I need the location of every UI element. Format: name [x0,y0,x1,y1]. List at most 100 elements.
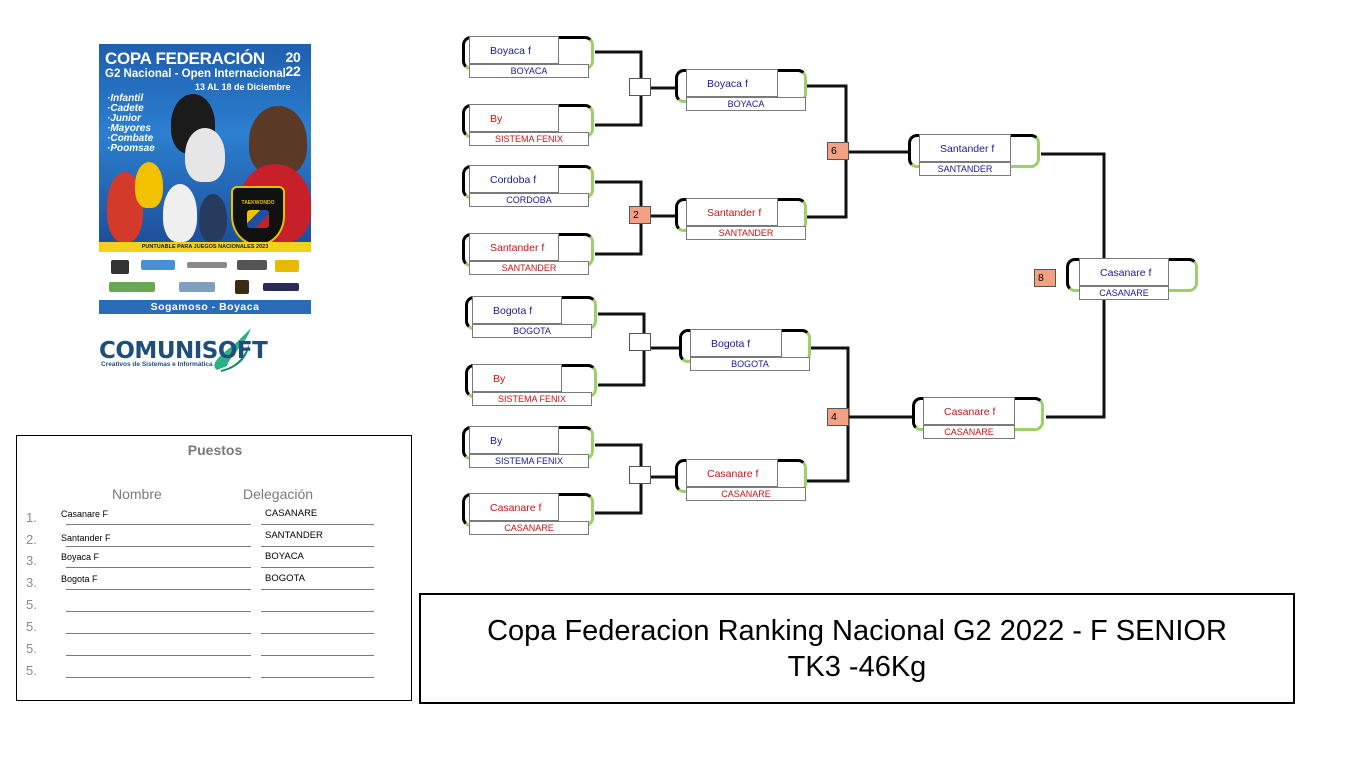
competitor-name: By [472,364,562,392]
poster-category: ·Junior [107,113,141,124]
competitor-delegation: CORDOBA [469,193,589,207]
bracket-slot[interactable]: Santander f SANTANDER [675,198,807,240]
competitor-name: Boyaca f [686,69,778,97]
bracket-slot[interactable]: Boyaca f BOYACA [462,36,594,78]
divider [66,524,251,525]
poster-dates: 13 AL 18 de Diciembre [195,82,291,92]
standings-name: Boyaca F [61,552,100,562]
divider [261,524,374,525]
competitor-delegation: SANTANDER [686,226,806,240]
divider [66,633,251,634]
bracket-winner-slot[interactable]: Casanare f CASANARE [1066,258,1198,300]
standings-rank: 3. [26,553,37,568]
match-node[interactable]: 8 [1034,269,1056,287]
comunisoft-word: COMUNISOFT [99,338,268,364]
athlete-image [163,184,197,242]
divider [66,589,251,590]
bracket-slot[interactable]: Cordoba f CORDOBA [462,165,594,207]
competitor-delegation: BOGOTA [472,324,592,338]
divider [66,567,251,568]
competitor-name: Casanare f [923,397,1015,425]
bracket-slot[interactable]: Casanare f CASANARE [912,397,1044,439]
bracket-slot[interactable]: By SISTEMA FENIX [462,104,594,146]
competitor-delegation: BOYACA [686,97,806,111]
standings-row: 1. Casanare F CASANARE [17,507,413,527]
tournament-title-line2: TK3 -46Kg [787,651,927,683]
bracket-slot[interactable]: Santander f SANTANDER [908,134,1040,176]
standings-row: 5. [17,594,413,614]
comunisoft-tagline: Creativos de Sistemas e Informática [101,361,213,368]
match-node[interactable]: 6 [827,142,849,160]
standings-rank: 3. [26,575,37,590]
standings-header-delegation: Delegación [243,486,314,502]
poster-band: PUNTUABLE PARA JUEGOS NACIONALES 2023 [99,242,311,252]
sponsor-logo [235,280,249,294]
competitor-delegation: SISTEMA FENIX [469,454,589,468]
competitor-name: Bogota f [472,296,562,324]
competitor-delegation: BOGOTA [690,357,810,371]
sponsor-logo [187,262,227,268]
standings-panel: Puestos Nombre Delegación 1. Casanare F … [16,435,412,701]
bracket-slot[interactable]: Casanare f CASANARE [675,459,807,501]
bracket-slot[interactable]: Casanare f CASANARE [462,493,594,535]
match-node[interactable]: 4 [827,408,849,426]
athlete-image [185,128,225,182]
divider [66,677,251,678]
tournament-title-line1: Copa Federacion Ranking Nacional G2 2022… [487,615,1227,647]
competitor-name: Santander f [686,198,778,226]
tournament-title-box: Copa Federacion Ranking Nacional G2 2022… [419,593,1295,704]
poster-subtitle: G2 Nacional - Open Internacional [105,68,286,80]
sponsor-logos [99,252,311,300]
standings-row: 5. [17,616,413,636]
match-node[interactable]: 2 [629,206,651,224]
bracket-slot[interactable]: By SISTEMA FENIX [465,364,597,406]
match-node[interactable] [629,333,651,351]
standings-row: 5. [17,660,413,680]
competitor-name: Casanare f [686,459,778,487]
bracket-slot[interactable]: Boyaca f BOYACA [675,69,807,111]
sponsor-logo [263,283,299,291]
poster-year-top: 20 [285,49,301,65]
comunisoft-logo: COMUNISOFT Creativos de Sistemas e Infor… [99,326,299,374]
poster-category: ·Infantil [107,93,144,104]
poster-category: ·Combate [107,133,154,144]
poster-footer: Sogamoso - Boyaca [99,300,311,314]
standings-rank: 5. [26,619,37,634]
bracket-slot[interactable]: Bogota f BOGOTA [465,296,597,338]
tournament-title: Copa Federacion Ranking Nacional G2 2022… [421,613,1293,685]
sponsor-logo [237,260,267,270]
taekwondo-shield-icon: TAEKWONDO [231,186,285,246]
divider [261,567,374,568]
standings-delegation: BOYACA [265,551,304,562]
competitor-delegation: SISTEMA FENIX [472,392,592,406]
divider [66,611,251,612]
poster-category: ·Mayores [107,123,151,134]
divider [66,546,251,547]
standings-delegation: SANTANDER [265,530,323,541]
bracket-slot[interactable]: Bogota f BOGOTA [679,329,811,371]
competitor-delegation: SANTANDER [919,162,1011,176]
competitor-name: Casanare f [469,493,559,521]
standings-rank: 5. [26,663,37,678]
standings-name: Casanare F [61,509,109,519]
divider [261,655,374,656]
bracket-slot[interactable]: Santander f SANTANDER [462,233,594,275]
competitor-name: Cordoba f [469,165,559,193]
bracket-slot[interactable]: By SISTEMA FENIX [462,426,594,468]
competitor-delegation: CASANARE [923,425,1015,439]
competitor-name: By [469,426,559,454]
standings-rank: 2. [26,532,37,547]
competitor-delegation: CASANARE [469,521,589,535]
match-node[interactable] [629,466,651,484]
competitor-delegation: CASANARE [686,487,806,501]
competitor-name: Bogota f [690,329,782,357]
competitor-delegation: SANTANDER [469,261,589,275]
sponsor-logo [109,282,155,292]
divider [261,677,374,678]
poster-category: ·Poomsae [107,143,155,154]
match-node[interactable] [629,78,651,96]
competitor-delegation: CASANARE [1079,286,1169,300]
